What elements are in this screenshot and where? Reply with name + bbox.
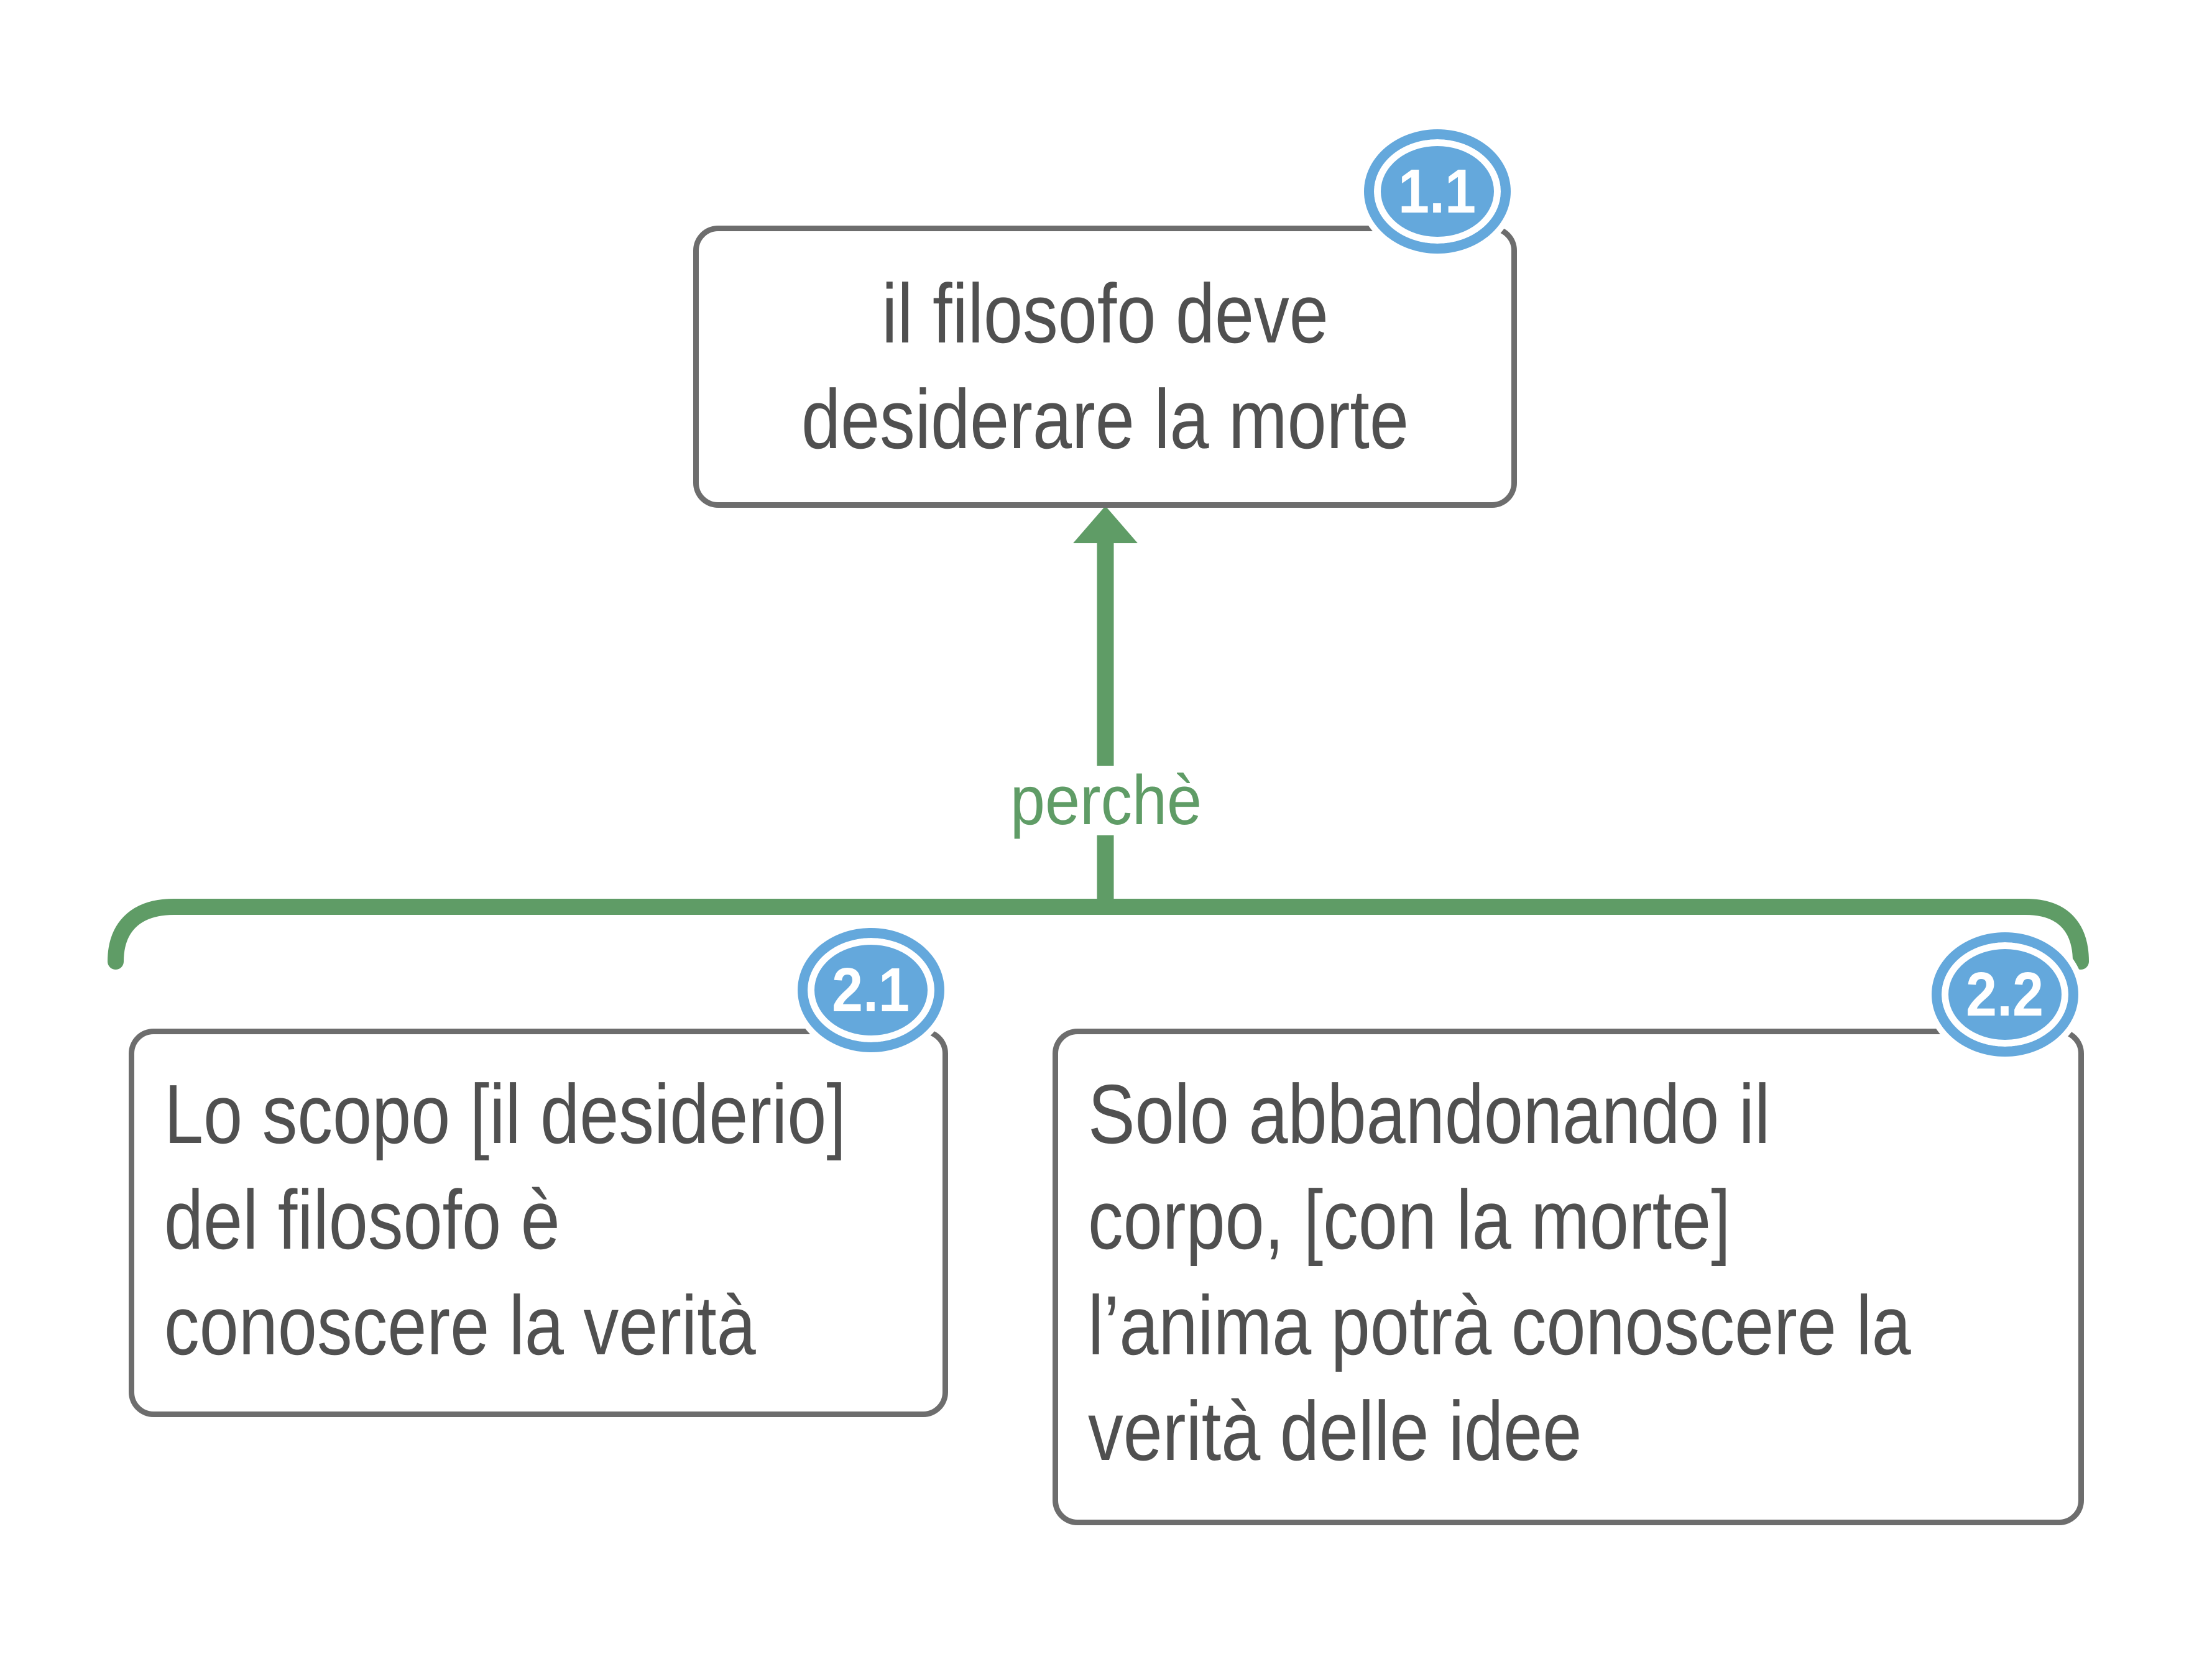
badge-2-2: 2.2: [1932, 932, 2078, 1057]
node-premise-2-1[interactable]: Lo scopo [il desiderio] del filosofo è c…: [129, 1029, 948, 1417]
badge-2-1: 2.1: [798, 928, 944, 1052]
node-text-line: del filosofo è: [164, 1173, 560, 1267]
relation-label: perchè: [989, 761, 1223, 839]
node-text-line: Lo scopo [il desiderio]: [164, 1067, 846, 1161]
node-text-line: conoscere la verità: [164, 1278, 756, 1372]
node-text-line: desiderare la morte: [801, 372, 1409, 466]
node-text-line: corpo, [con la morte]: [1088, 1173, 1731, 1267]
node-text-line: l’anima potrà conoscere la: [1088, 1278, 1911, 1372]
node-text-line: verità delle idee: [1088, 1384, 1582, 1478]
badge-label: 2.2: [1966, 959, 2044, 1029]
arrow-head-icon: [1073, 506, 1138, 543]
node-text-line: il filosofo deve: [882, 267, 1329, 360]
node-premise-2-2[interactable]: Solo abbandonando il corpo, [con la mort…: [1053, 1029, 2084, 1525]
node-text-line: Solo abbandonando il: [1088, 1067, 1771, 1161]
badge-label: 1.1: [1398, 156, 1477, 226]
relation-label-text: perchè: [1010, 761, 1202, 839]
node-conclusion[interactable]: il filosofo deve desiderare la morte: [693, 226, 1517, 508]
badge-1-1: 1.1: [1364, 129, 1511, 254]
badge-label: 2.1: [832, 955, 910, 1025]
brace-connector: [108, 899, 2089, 970]
